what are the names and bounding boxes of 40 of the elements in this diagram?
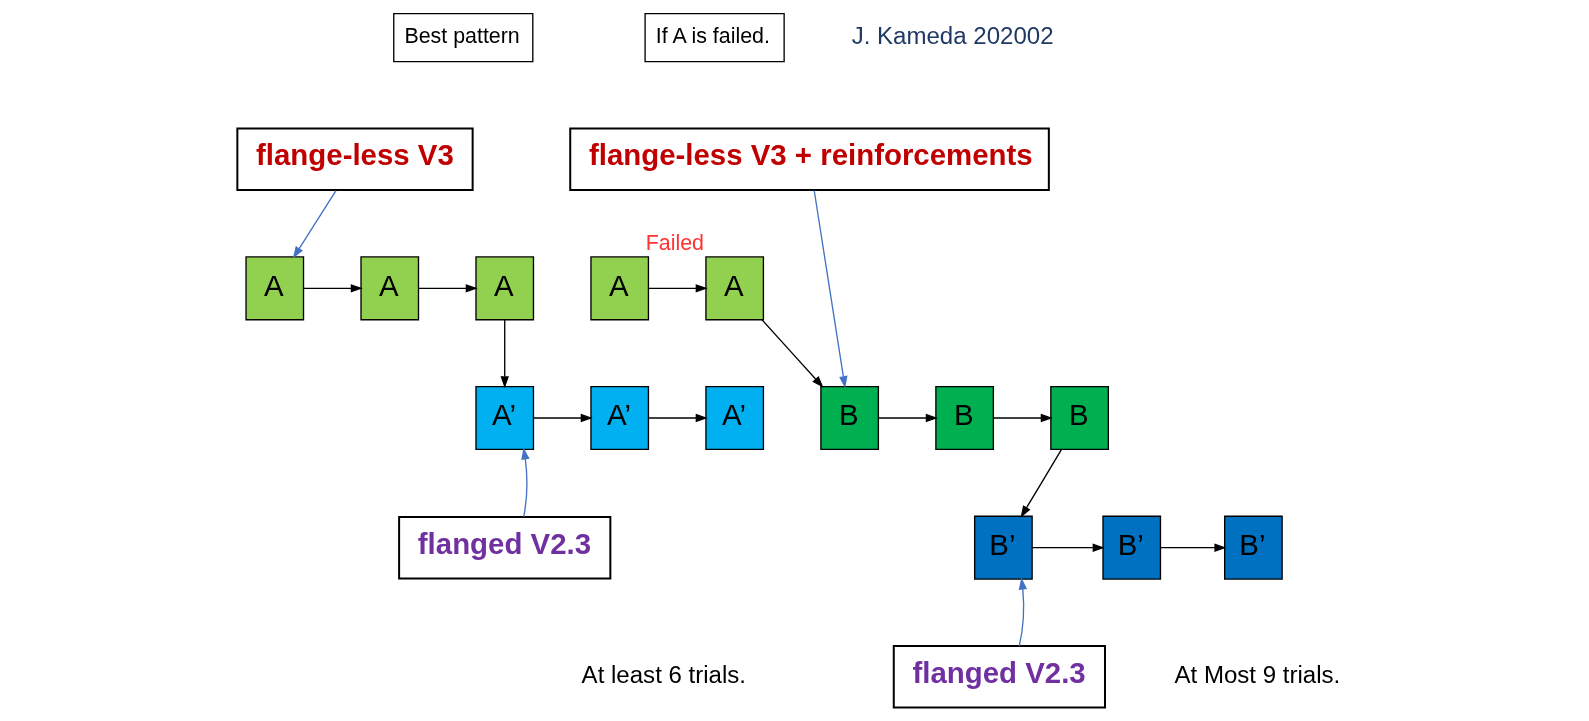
arrow [1020, 448, 1063, 518]
arrow [500, 319, 509, 389]
node-box: A [705, 256, 765, 321]
node-box: If A is failed. [644, 12, 785, 63]
node-box: flange-less V3 + reinforcements [569, 127, 1050, 192]
arrow [878, 413, 938, 423]
arrow [993, 413, 1053, 423]
node-box: Best pattern [393, 12, 534, 63]
node-box: A [590, 256, 650, 321]
node-box: B [820, 385, 880, 451]
node-box: A’ [705, 385, 765, 451]
node-box: B [935, 385, 995, 451]
label: At least 6 trials. [581, 660, 747, 688]
arrow [647, 413, 708, 423]
node-box: A [475, 256, 535, 321]
node-box: A [245, 256, 305, 321]
label: J. Kameda 202002 [851, 21, 1054, 49]
node-box: flanged V2.3 [398, 515, 612, 580]
node-box: B’ [974, 515, 1033, 580]
label: At Most 9 trials. [1174, 660, 1341, 688]
arrow [292, 189, 337, 259]
arrow [1018, 577, 1028, 647]
arrow [813, 189, 848, 389]
arrow [521, 447, 530, 518]
arrow [417, 284, 478, 293]
node-box: B’ [1224, 515, 1283, 580]
arrow [1160, 543, 1227, 552]
node-box: B’ [1102, 515, 1162, 580]
arrow [761, 319, 824, 388]
arrow [647, 284, 708, 293]
node-box: B [1050, 385, 1109, 451]
node-box: flange-less V3 [236, 127, 474, 192]
node-label: Failed [645, 230, 704, 255]
arrow [1031, 543, 1105, 552]
node-box: A [360, 256, 420, 321]
node-box: flanged V2.3 [892, 644, 1106, 709]
arrow [302, 284, 363, 293]
node-box: A’ [590, 385, 650, 451]
arrow [532, 413, 593, 423]
node-box: A’ [475, 385, 535, 451]
